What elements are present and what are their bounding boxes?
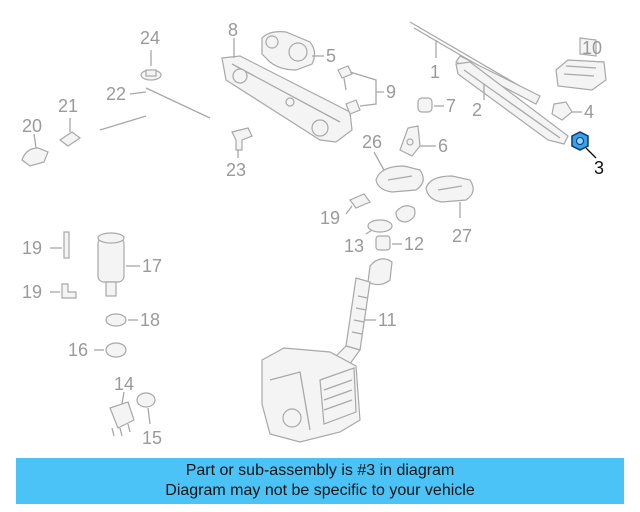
callout-20: 19: [22, 238, 42, 258]
callout-19-upper: 19: [320, 208, 340, 228]
parts-diagram: 8 5 9 1 2 10 4 3: [21, 20, 607, 448]
callout-14: 14: [114, 374, 134, 394]
nozzle-27: [425, 175, 474, 203]
callout-12: 12: [404, 234, 424, 254]
connector-24: [231, 127, 253, 151]
cap-12: [375, 235, 391, 251]
callout-6: 6: [438, 136, 448, 156]
cap-4: [551, 101, 573, 121]
washer-reservoir: [261, 347, 361, 443]
washer-pump-17: [97, 232, 125, 297]
callout-1: 1: [430, 62, 440, 82]
hose-connector-19-upper: [349, 193, 416, 223]
callout-22: 21: [58, 96, 78, 116]
callout-25: 24: [140, 28, 160, 48]
callout-26: 26: [362, 132, 382, 152]
callout-8: 8: [228, 20, 238, 40]
grommet-16: [105, 342, 127, 358]
info-banner: Part or sub-assembly is #3 in diagram Di…: [16, 458, 624, 504]
callout-27: 27: [452, 226, 472, 246]
callout-5: 5: [326, 46, 336, 66]
connector-22: [58, 131, 82, 147]
grommet-18: [105, 313, 127, 327]
callout-18: 18: [140, 310, 160, 330]
callout-4: 4: [584, 102, 594, 122]
nozzle-21: [21, 147, 49, 167]
callout-24: 23: [226, 160, 246, 180]
callout-3: 3: [594, 158, 604, 178]
callout-13: 13: [344, 236, 364, 256]
arm-cover-cap: [555, 37, 607, 91]
callout-23: 22: [106, 84, 126, 104]
hose-connector-19-lower: [61, 283, 77, 299]
wiper-motor: [261, 31, 316, 71]
grommet-7: [417, 97, 433, 113]
banner-line-1: Part or sub-assembly is #3 in diagram: [185, 462, 455, 479]
nozzle-26: [375, 165, 424, 193]
grommet-13: [367, 219, 393, 233]
wiper-arm-2: [455, 61, 569, 145]
grommet-25: [140, 69, 162, 81]
wiper-linkage: [221, 55, 353, 143]
hose-23: [99, 87, 211, 131]
callout-2: 2: [472, 100, 482, 120]
callout-9: 9: [386, 82, 396, 102]
banner-line-2: Diagram may not be specific to your vehi…: [165, 482, 475, 499]
callout-7: 7: [446, 96, 456, 116]
sensor-14: [109, 401, 135, 437]
callout-17: 17: [142, 256, 162, 276]
callout-10: 10: [582, 38, 602, 58]
bolt-parts: [337, 65, 361, 115]
callout-11: 11: [378, 310, 397, 330]
bracket-6: [399, 125, 421, 157]
hose-20: [63, 231, 70, 259]
callout-19-lower: 19: [22, 282, 42, 302]
nut-part-3: [571, 131, 589, 151]
callout-15: 15: [142, 428, 162, 448]
callout-21: 20: [22, 116, 42, 136]
grommet-15: [136, 392, 156, 408]
callout-16: 16: [68, 340, 88, 360]
